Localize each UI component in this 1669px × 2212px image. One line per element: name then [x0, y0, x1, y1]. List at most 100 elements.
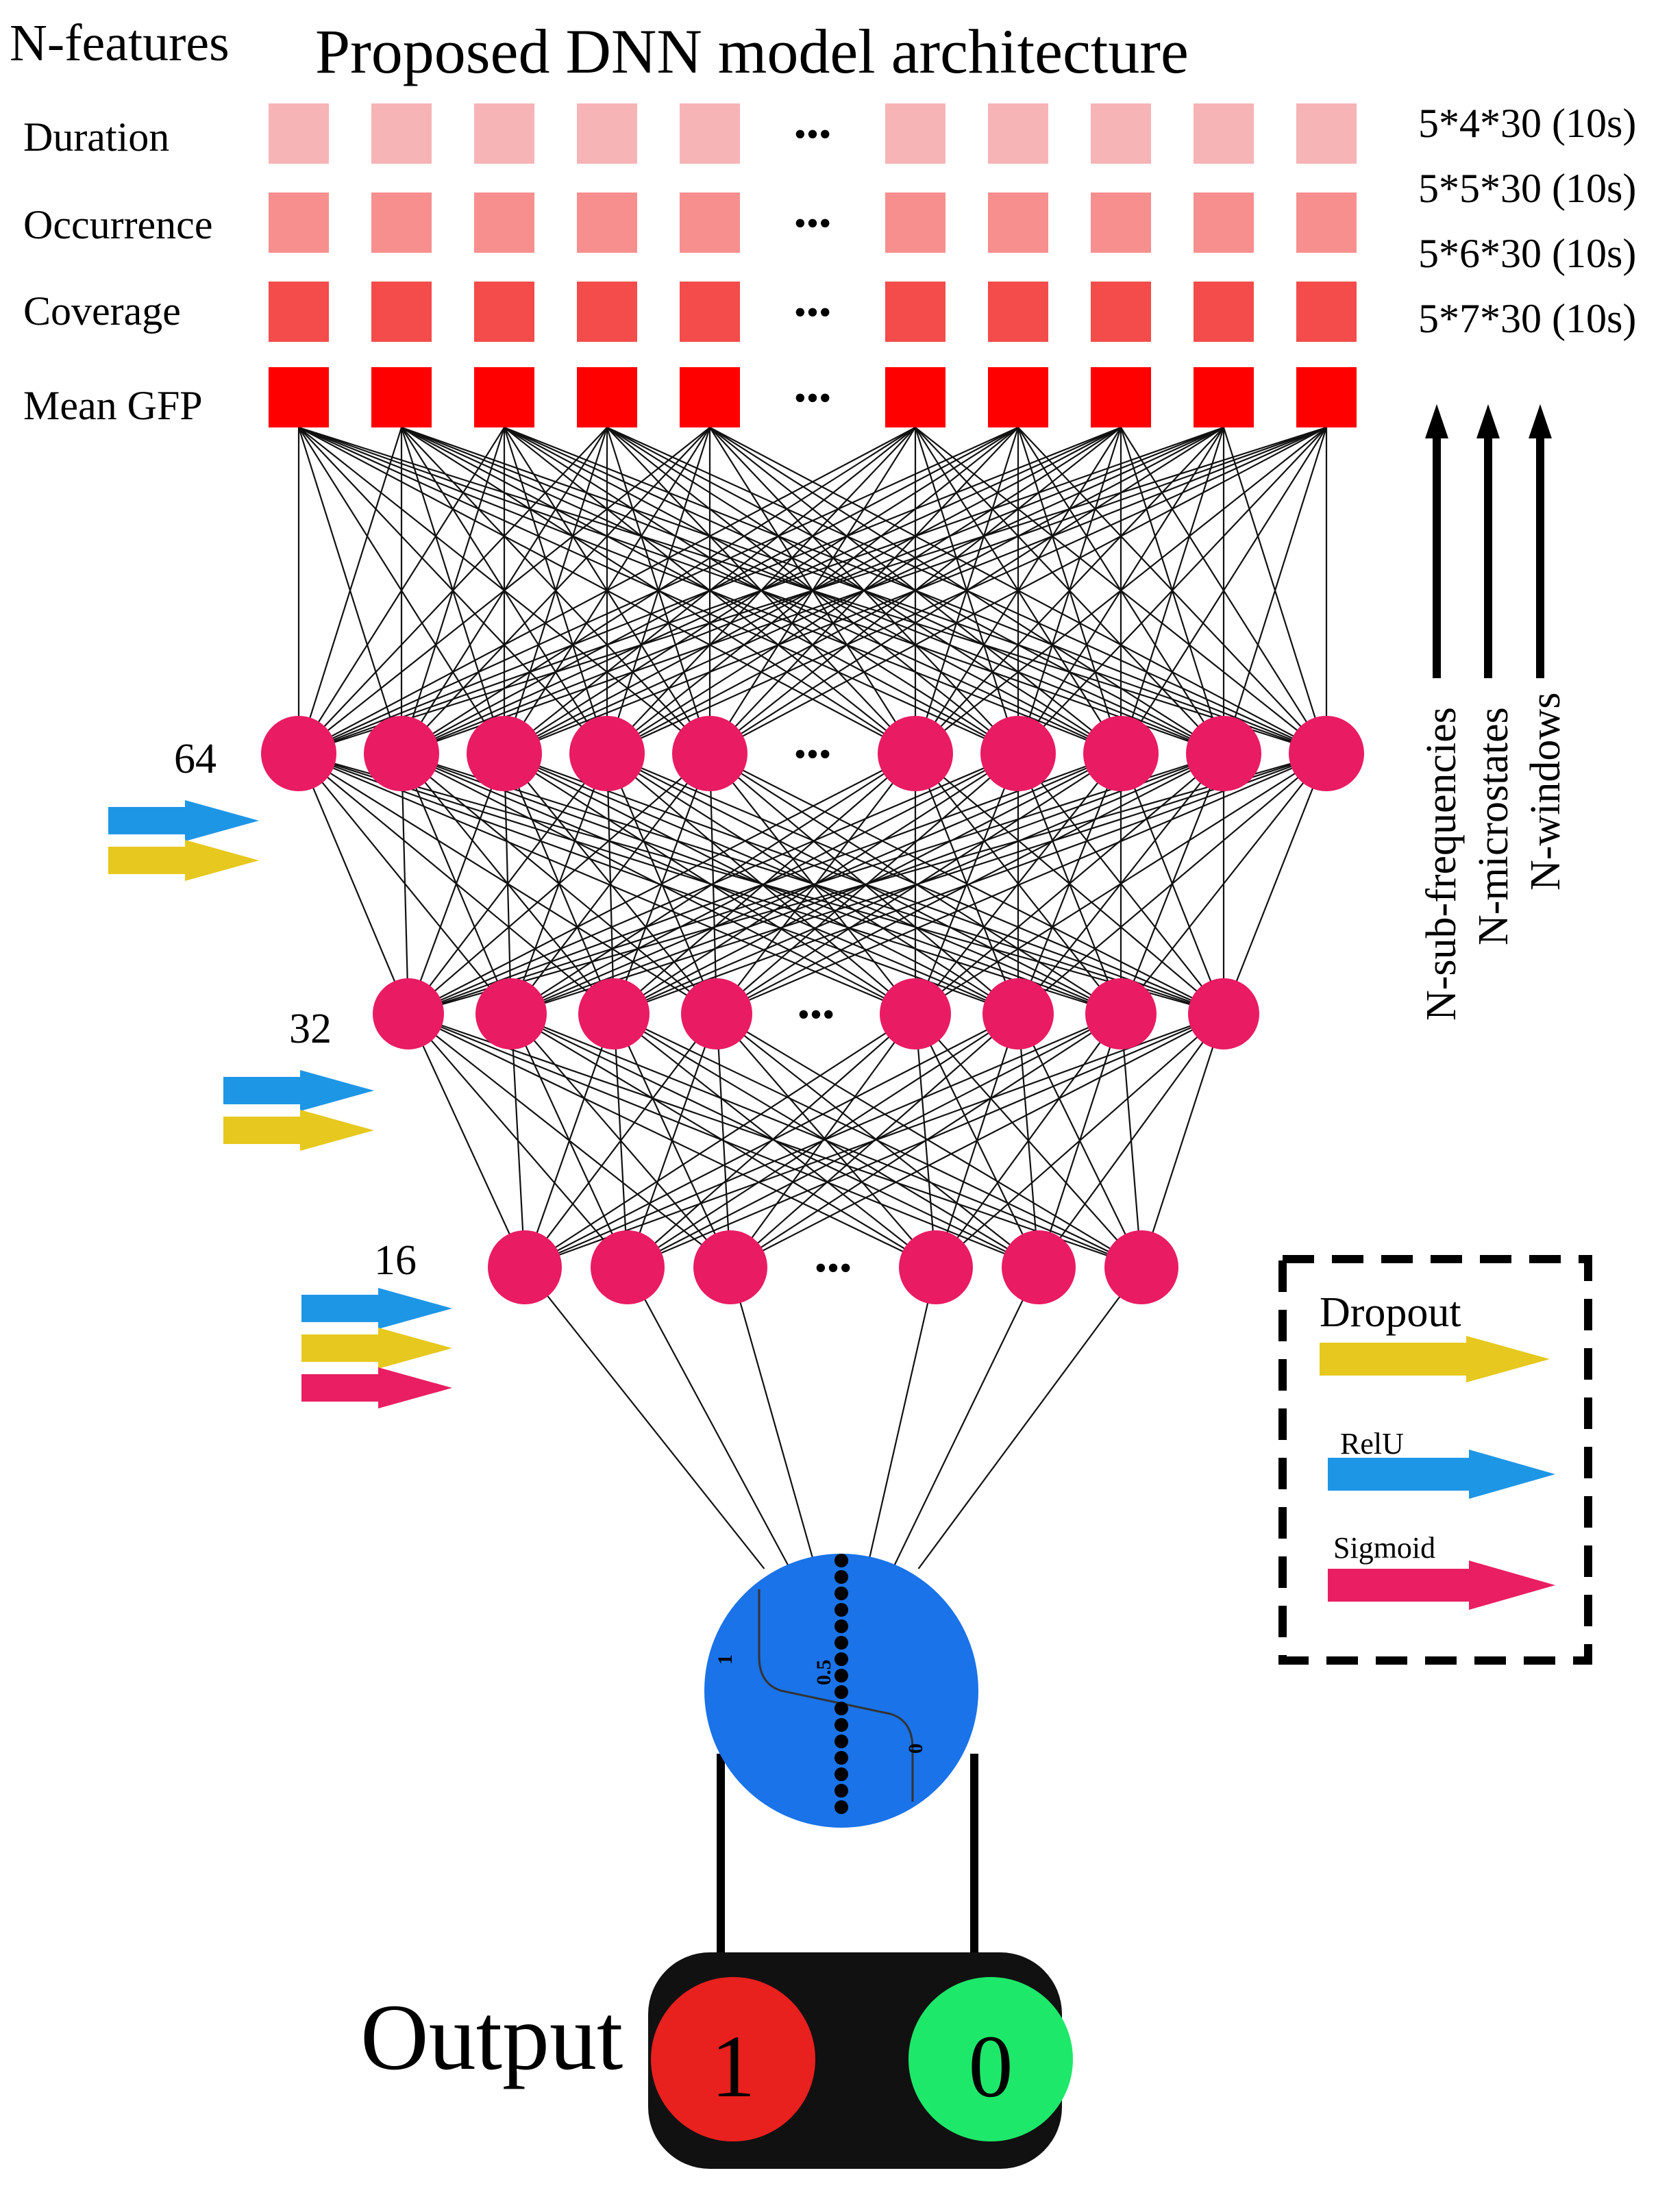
edge [298, 752, 916, 1015]
input-dim-7: 5*7*30 (10s) [1418, 296, 1636, 341]
input-dim-4: 5*4*30 (10s) [1418, 101, 1636, 146]
edge [1222, 753, 1328, 1015]
feature-cell-occurrence [269, 192, 329, 253]
ellipsis: ••• [794, 204, 832, 243]
layer-16-neuron [693, 1230, 767, 1304]
edge [504, 753, 916, 1015]
edge [298, 426, 1019, 755]
sigmoid-curve [758, 1589, 914, 1802]
threshold-dot [834, 1800, 848, 1814]
legend-dropout-label: Dropout [1320, 1289, 1461, 1336]
threshold-dot [834, 1652, 848, 1666]
legend-sigmoid-label: Sigmoid [1333, 1531, 1435, 1565]
edge [709, 427, 1327, 754]
layer-32-neuron [373, 978, 444, 1049]
layer-32-neuron [681, 978, 752, 1049]
sigmoid-label-high: 1 [714, 1654, 737, 1665]
edge [709, 753, 916, 1015]
edge [1017, 753, 1327, 1015]
feature-cell-occurrence [577, 192, 637, 253]
dropout-arrow [301, 1328, 452, 1369]
edge [408, 752, 1327, 1015]
feature-cell-mean-gfp [1194, 367, 1254, 427]
feature-cell-duration [1091, 103, 1151, 164]
layer-16-neuron [899, 1230, 973, 1304]
layer-64-neuron [261, 716, 336, 791]
output-class-zero-label: 0 [969, 2017, 1013, 2116]
edge [613, 752, 1327, 1015]
feature-cell-occurrence [680, 192, 740, 253]
feature-cell-duration [988, 103, 1048, 164]
sigmoid-output-unit: 1 0.5 0 [704, 1554, 978, 1828]
feature-cell-coverage [885, 282, 945, 342]
relu-arrow [108, 800, 259, 841]
edge [917, 1267, 1142, 1569]
edge [935, 1013, 1122, 1268]
feature-cell-occurrence [885, 192, 945, 253]
layer-16-size: 16 [374, 1237, 417, 1284]
edge [298, 427, 710, 754]
edge [524, 1013, 1019, 1268]
layer-64-neuron [1083, 716, 1159, 791]
edge [298, 426, 1327, 755]
legend: Dropout RelU Sigmoid [1278, 1255, 1592, 1665]
input-dim-5: 5*5*30 (10s) [1418, 166, 1636, 211]
edge [866, 1267, 937, 1569]
edge [401, 426, 1327, 755]
edge [892, 1267, 1039, 1569]
edge [298, 426, 1122, 755]
edge [915, 427, 1327, 754]
edge [1120, 427, 1327, 754]
feature-cell-duration [680, 103, 740, 164]
relu-arrow [301, 1288, 452, 1329]
edge [298, 427, 916, 754]
layer-16-neuron [488, 1230, 562, 1304]
threshold-dot [834, 1685, 848, 1699]
layer-16-neuron [1002, 1230, 1076, 1304]
edge [408, 752, 1122, 1015]
layer-32-neuron [475, 978, 547, 1049]
layer-16-neuron [1104, 1230, 1178, 1304]
ellipsis: ••• [794, 115, 832, 154]
edge [627, 1267, 791, 1569]
edge [716, 1013, 1142, 1268]
feature-cell-duration [371, 103, 432, 164]
feature-cell-mean-gfp [269, 367, 329, 427]
features-label: N-features [10, 14, 230, 72]
feature-cell-mean-gfp [988, 367, 1048, 427]
edge [716, 1013, 937, 1268]
feature-cell-mean-gfp [1296, 367, 1357, 427]
connections [297, 426, 1328, 1569]
layer-64-neuron [980, 716, 1056, 791]
threshold-dot [834, 1619, 848, 1633]
edge [524, 1013, 916, 1268]
layer-64-neuron [569, 716, 645, 791]
layer-32-neuron [982, 978, 1054, 1049]
input-dim-6: 5*6*30 (10s) [1418, 231, 1636, 276]
edge [510, 1013, 526, 1268]
threshold-dot [834, 1570, 848, 1584]
edge [627, 1012, 1224, 1269]
feature-label-mean-gfp: Mean GFP [23, 383, 203, 428]
output-links [717, 1754, 978, 1959]
feature-label-coverage: Coverage [23, 288, 181, 334]
input-dimensions: 5*4*30 (10s) 5*5*30 (10s) 5*6*30 (10s) 5… [1418, 101, 1636, 341]
activation-arrows [108, 800, 452, 1408]
threshold-dot [834, 1554, 848, 1567]
output-block: Output 1 0 [360, 1952, 1073, 2169]
feature-cell-mean-gfp [885, 367, 945, 427]
ellipsis: ••• [794, 735, 832, 774]
ellipsis: ••• [794, 293, 832, 332]
sigmoid-arrow [301, 1367, 452, 1408]
axis-sub-frequencies: N-sub-frequencies [1418, 707, 1465, 1021]
threshold-dot [834, 1636, 848, 1650]
relu-arrow [223, 1070, 374, 1111]
edge [524, 1012, 1122, 1269]
layer-16-neuron [591, 1230, 665, 1304]
legend-dropout-arrow [1320, 1336, 1550, 1382]
edge [729, 1267, 817, 1569]
feature-label-duration: Duration [23, 114, 169, 160]
feature-cell-duration [269, 103, 329, 164]
edge [1120, 753, 1327, 1015]
